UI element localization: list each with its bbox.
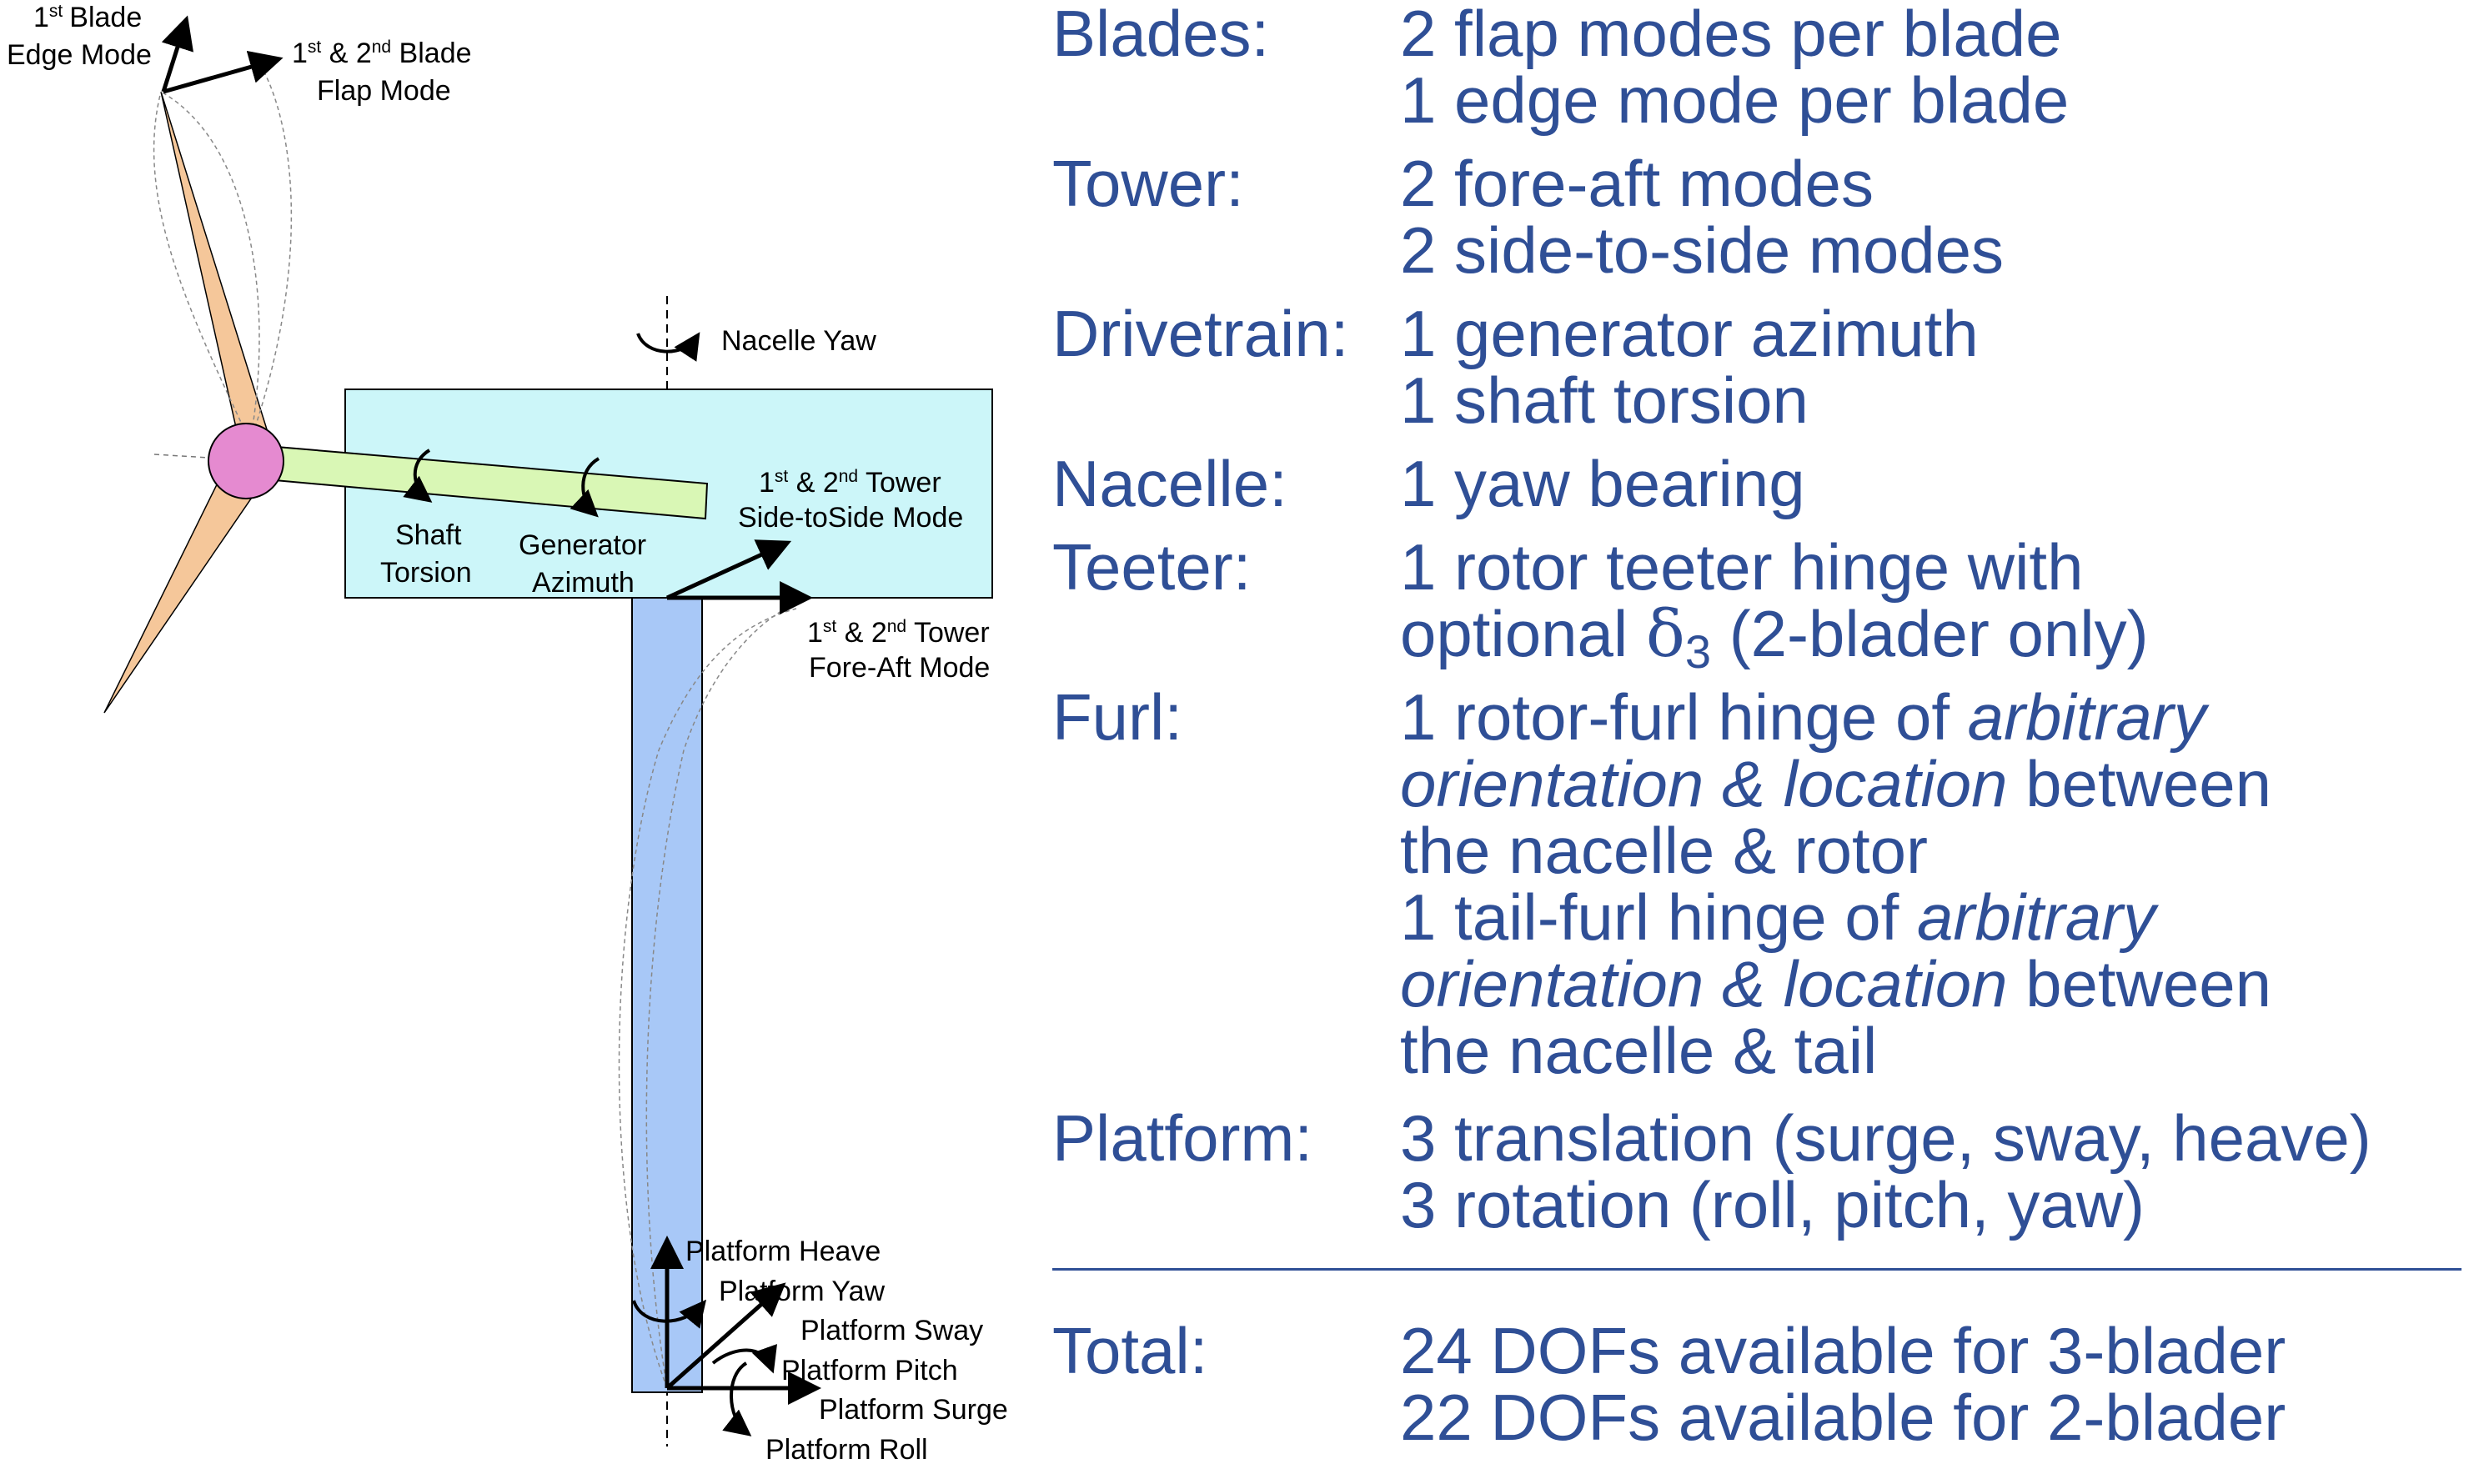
dof-lines-tower: 2 fore-aft modes 2 side-to-side modes <box>1400 150 2459 283</box>
shaft-torsion-label-line2: Torsion <box>380 557 472 589</box>
divider-line <box>1052 1268 2461 1271</box>
dof-summary-panel: Blades: 2 flap modes per blade 1 edge mo… <box>1052 0 2469 1484</box>
platform-pitch-label: Platform Pitch <box>781 1355 958 1386</box>
platform-yaw-arrow <box>632 1299 707 1329</box>
blade-deflection-curve-3 <box>249 49 293 443</box>
dof-line: optional δ3 (2-blader only) <box>1400 600 2459 685</box>
dof-lines-teeter: 1 rotor teeter hinge with optional δ3 (2… <box>1400 534 2459 685</box>
dof-text: 1 rotor-furl hinge of <box>1400 680 1968 754</box>
dof-category-total: Total: <box>1052 1314 1208 1387</box>
dof-line: 1 yaw bearing <box>1400 447 1805 520</box>
dof-line: the nacelle & tail <box>1400 1014 1878 1087</box>
delta-subscript: 3 <box>1684 625 1712 678</box>
blade-deflection-curve <box>153 91 251 443</box>
dof-text-italic: orientation & location <box>1400 947 2008 1020</box>
dof-line: 2 fore-aft modes <box>1400 147 1874 220</box>
dof-lines-nacelle: 1 yaw bearing <box>1400 450 2459 517</box>
platform-sway-arrow <box>665 1282 786 1390</box>
nacelle-yaw-arrow <box>636 332 700 362</box>
tower-side-to-side-arrow <box>665 539 792 600</box>
blade-edge-arrow <box>161 15 193 93</box>
blade-flap-label-line2: Flap Mode <box>317 75 451 107</box>
blade-flap-label-line1: 1st & 2nd Blade <box>292 38 472 69</box>
generator-azimuth-label-line1: Generator <box>519 529 646 561</box>
dof-category-teeter: Teeter: <box>1052 530 1252 604</box>
platform-roll-arrow <box>722 1361 752 1436</box>
dof-line: the nacelle & rotor <box>1400 814 1929 887</box>
blade-deflection-curve-2 <box>160 91 260 443</box>
dof-text: between <box>2007 747 2272 820</box>
dof-category-furl: Furl: <box>1052 680 1182 754</box>
hub <box>208 423 284 499</box>
dof-text: optional <box>1400 597 1646 670</box>
dof-category-nacelle: Nacelle: <box>1052 447 1287 520</box>
shaft-torsion-label-line1: Shaft <box>395 519 462 551</box>
tower-fore-aft-label-line2: Fore-Aft Mode <box>809 652 990 684</box>
platform-roll-label: Platform Roll <box>765 1434 928 1466</box>
dof-text-italic: orientation & location <box>1400 747 2008 820</box>
tower-side-to-side-label-line2: Side-toSide Mode <box>738 502 963 534</box>
shaft-torsion-arrow <box>403 449 433 503</box>
dof-lines-blades: 2 flap modes per blade 1 edge mode per b… <box>1400 0 2459 133</box>
dof-line: 1 tail-furl hinge of arbitrary <box>1400 884 2459 950</box>
dof-line: 3 translation (surge, sway, heave) <box>1400 1101 2371 1175</box>
generator-azimuth-arrow <box>570 457 600 518</box>
dof-line: 1 edge mode per blade <box>1400 63 2070 137</box>
dof-lines-platform: 3 translation (surge, sway, heave) 3 rot… <box>1400 1105 2459 1238</box>
tower-deflection-curve-2 <box>618 608 797 1389</box>
dof-line: orientation & location between <box>1400 950 2459 1017</box>
tower-fore-aft-label-line1: 1st & 2nd Tower <box>807 617 990 649</box>
dof-text-italic: arbitrary <box>1967 680 2206 754</box>
dof-line: 1 shaft torsion <box>1400 363 1809 437</box>
dof-line: 1 rotor teeter hinge with <box>1400 530 2084 604</box>
upper-blade <box>160 91 268 448</box>
platform-heave-label: Platform Heave <box>685 1236 881 1267</box>
blade-flap-arrow <box>163 50 284 94</box>
dof-line: 2 flap modes per blade <box>1400 0 2062 70</box>
dof-category-blades: Blades: <box>1052 0 1270 70</box>
dof-line: 1 generator azimuth <box>1400 297 1979 370</box>
platform-surge-label: Platform Surge <box>819 1394 1008 1426</box>
dof-line: 1 rotor-furl hinge of arbitrary <box>1400 684 2459 750</box>
platform-yaw-label: Platform Yaw <box>719 1276 885 1307</box>
dof-line: 2 side-to-side modes <box>1400 213 2005 287</box>
nacelle-yaw-label: Nacelle Yaw <box>721 325 876 357</box>
dof-lines-furl: 1 rotor-furl hinge of arbitrary orientat… <box>1400 684 2459 1084</box>
dof-lines-total: 24 DOFs available for 3-blader 22 DOFs a… <box>1400 1317 2459 1451</box>
lower-blade <box>103 470 260 714</box>
dof-line: 24 DOFs available for 3-blader <box>1400 1314 2286 1387</box>
dof-text: (2-blader only) <box>1711 597 2149 670</box>
platform-pitch-arrow <box>711 1344 777 1374</box>
dof-text: 1 tail-furl hinge of <box>1400 880 1918 954</box>
platform-sway-label: Platform Sway <box>800 1315 983 1346</box>
dof-category-tower: Tower: <box>1052 147 1244 220</box>
dof-line: 3 rotation (roll, pitch, yaw) <box>1400 1168 2145 1241</box>
dof-category-drivetrain: Drivetrain: <box>1052 297 1349 370</box>
dof-line: orientation & location between <box>1400 750 2459 817</box>
blade-edge-label-line2: Edge Mode <box>7 39 152 71</box>
generator-azimuth-label-line2: Azimuth <box>532 567 635 599</box>
dof-text: between <box>2007 947 2272 1020</box>
delta-symbol: δ <box>1645 597 1685 672</box>
tower-side-to-side-label-line1: 1st & 2nd Tower <box>759 467 941 499</box>
tower-deflection-curve <box>645 599 805 1389</box>
dof-lines-drivetrain: 1 generator azimuth 1 shaft torsion <box>1400 300 2459 434</box>
dof-line: 22 DOFs available for 2-blader <box>1400 1381 2286 1454</box>
dof-category-platform: Platform: <box>1052 1101 1313 1175</box>
dof-text-italic: arbitrary <box>1917 880 2156 954</box>
